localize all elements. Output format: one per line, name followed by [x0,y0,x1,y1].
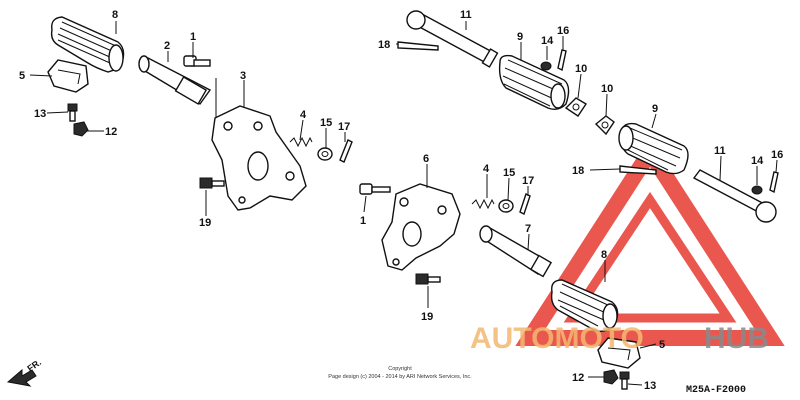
washer-center [498,199,514,213]
footpeg-bar-center [479,225,553,278]
bolt-19-center [415,273,441,285]
callout-16: 16 [557,25,569,37]
copyright-line1: Copyright [388,366,412,372]
callout-11: 11 [714,145,726,157]
footpeg-rubber-left-top [50,16,125,73]
bolt-left [183,55,211,67]
bracket-left [211,105,307,211]
nut-14-top [540,61,552,71]
footpeg-bar-left [138,55,212,105]
cotter-pin-16-top [557,49,567,72]
pivot-pin-top [406,10,499,68]
spring-center [471,198,495,210]
footpeg-rubber-right [618,122,689,175]
pin-18-right [619,165,657,175]
callout-15: 15 [320,117,332,129]
spring-left [289,136,313,148]
cotter-pin-left [339,139,353,163]
callout-1: 1 [360,215,366,227]
callout-12: 12 [572,372,584,384]
washer-left [317,147,333,161]
pin-18-top [397,41,439,51]
callout-17: 17 [522,175,534,187]
bolt-13-left [67,103,78,122]
bolt-13-bottom [619,371,630,390]
leader-lines [29,21,778,386]
callout-15: 15 [503,167,515,179]
footpeg-rubber-top [498,54,570,111]
callout-3: 3 [240,70,246,82]
callout-8: 8 [601,249,607,261]
watermark-logo [515,137,785,346]
copyright-line2: Page design (c) 2004 - 2014 by ARI Netwo… [328,374,472,380]
callout-1: 1 [190,31,196,43]
callout-10: 10 [601,83,613,95]
callout-16: 16 [771,149,783,161]
callout-4: 4 [483,163,490,175]
callout-11: 11 [460,9,472,21]
watermark-part2: HUB [704,322,769,355]
callout-8: 8 [112,9,118,21]
callout-7: 7 [525,223,531,235]
cotter-pin-16-right [769,171,779,194]
bracket-center [381,183,461,271]
nut-12-bottom [603,369,619,385]
callout-13: 13 [644,380,656,392]
watermark-part1: AUTOMOTO [470,322,644,355]
callout-6: 6 [423,153,429,165]
callout-17: 17 [338,121,350,133]
nut-14-right [751,185,763,195]
callout-4: 4 [300,109,307,121]
pivot-pin-right [692,169,777,223]
bolt-center [359,183,391,195]
callout-12: 12 [105,126,117,138]
clip-bottom [597,337,641,369]
cotter-pin-center [519,193,531,215]
callout-14: 14 [541,35,554,47]
bolt-19-left [199,177,225,189]
watermark-text: AUTOMOTO HUB [470,322,769,355]
callout-5: 5 [19,70,25,82]
callout-18: 18 [572,165,584,177]
diagram-code: M25A-F2000 [686,385,746,396]
callout-18: 18 [378,39,390,51]
callout-13: 13 [34,108,46,120]
callout-10: 10 [575,63,587,75]
direction-label: FR. [25,357,43,374]
callout-5: 5 [659,339,665,351]
footpeg-rubber-bottom [550,279,619,333]
callouts: 8 2 1 3 5 13 12 4 15 17 19 11 18 9 14 16… [19,9,783,392]
washer-10-mid [594,115,615,136]
clip-left [47,59,89,93]
callout-9: 9 [652,103,658,115]
washer-10-top [564,97,587,117]
callout-19: 19 [421,311,433,323]
callout-19: 19 [199,217,211,229]
callout-2: 2 [164,40,170,52]
front-direction-arrow: FR. [6,357,43,387]
callout-9: 9 [517,31,523,43]
nut-12-left [73,121,89,137]
callout-14: 14 [751,155,764,167]
